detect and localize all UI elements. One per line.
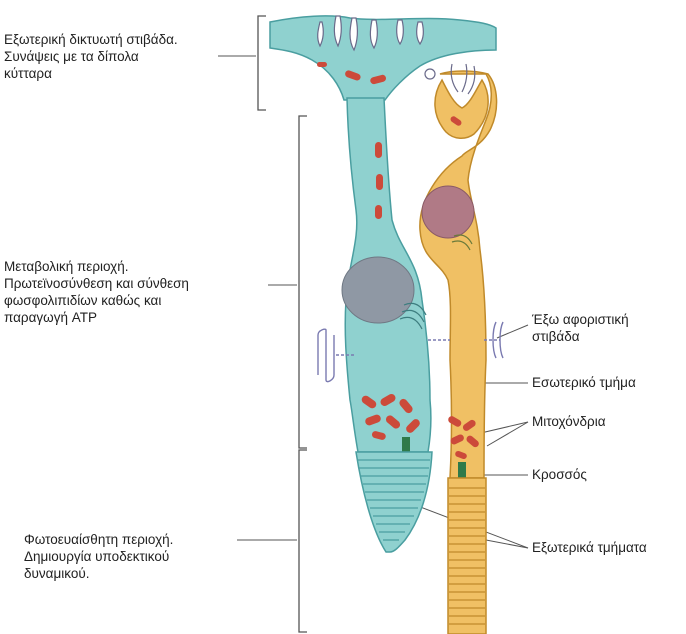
rod-synaptic-terminal bbox=[270, 16, 496, 100]
label-cilium: Κροσσός bbox=[532, 466, 587, 483]
label-photosensitive-line-2: Δημιουργία υποδεκτικού bbox=[24, 548, 173, 565]
bracket-outer-plexiform bbox=[258, 16, 266, 110]
bracket-photosensitive bbox=[299, 450, 307, 632]
cone-outer-segment bbox=[448, 478, 486, 634]
label-outer-plexiform-line-1: Εξωτερική δικτυωτή στιβάδα. bbox=[4, 31, 178, 48]
label-photosensitive: Φωτοευαίσθητη περιοχή. Δημιουργία υποδεκ… bbox=[24, 531, 173, 582]
cone-cell bbox=[420, 64, 497, 634]
label-photosensitive-line-3: δυναμικού. bbox=[24, 565, 173, 582]
label-outer-plexiform-line-2: Συνάψεις με τα δίπολα bbox=[4, 48, 178, 65]
rod-nucleus bbox=[342, 257, 414, 323]
cone-synapse-branches bbox=[451, 64, 475, 94]
label-outer-limiting-line-1: Έξω αφοριστική bbox=[532, 311, 629, 328]
rod-outer-segment bbox=[356, 452, 432, 552]
cone-pedicle bbox=[435, 80, 488, 138]
label-outer-limiting-line-2: στιβάδα bbox=[532, 328, 629, 345]
label-inner-segment: Εσωτερικό τμήμα bbox=[532, 374, 636, 391]
cone-nucleus bbox=[422, 186, 474, 238]
label-mitochondria: Μιτοχόνδρια bbox=[532, 413, 606, 430]
label-outer-plexiform-line-3: κύτταρα bbox=[4, 65, 178, 82]
label-metabolic: Μεταβολική περιοχή. Πρωτεϊνοσύνθεση και … bbox=[4, 258, 189, 326]
label-outer-limiting: Έξω αφοριστική στιβάδα bbox=[532, 311, 629, 345]
label-photosensitive-line-1: Φωτοευαίσθητη περιοχή. bbox=[24, 531, 173, 548]
label-outer-segments: Εξωτερικά τμήματα bbox=[532, 539, 647, 556]
label-metabolic-line-4: παραγωγή ATP bbox=[4, 309, 189, 326]
label-metabolic-line-1: Μεταβολική περιοχή. bbox=[4, 258, 189, 275]
bracket-metabolic bbox=[299, 116, 307, 448]
label-metabolic-line-3: φωσφολιπιδίων καθώς και bbox=[4, 292, 189, 309]
label-outer-plexiform: Εξωτερική δικτυωτή στιβάδα. Συνάψεις με … bbox=[4, 31, 178, 82]
label-metabolic-line-2: Πρωτεϊνοσύνθεση και σύνθεση bbox=[4, 275, 189, 292]
